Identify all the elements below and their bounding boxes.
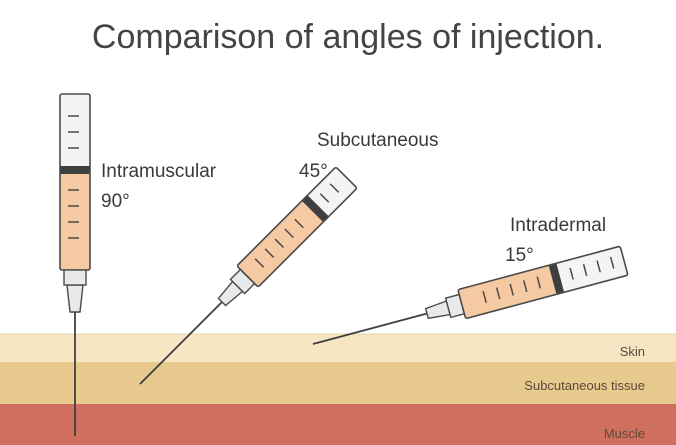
- angle-subcutaneous: 45°: [299, 161, 328, 182]
- layer-muscle: [0, 404, 676, 445]
- graduation-marks: [254, 183, 340, 268]
- layer-label-subcutaneous-tissue: Subcutaneous tissue: [524, 378, 645, 393]
- layer-label-skin: Skin: [620, 344, 645, 359]
- syringe-intradermal: [312, 245, 629, 345]
- plunger-stopper: [301, 195, 329, 223]
- syringe-hub: [66, 284, 84, 313]
- syringe-intramuscular: [59, 93, 91, 436]
- layer-label-muscle: Muscle: [604, 426, 645, 441]
- label-subcutaneous: Subcutaneous: [317, 130, 439, 151]
- label-intradermal: Intradermal: [510, 215, 606, 236]
- needle: [312, 312, 428, 345]
- syringe-subcutaneous: [139, 166, 358, 385]
- layer-skin: [0, 334, 676, 362]
- tissue-layers: Skin Subcutaneous tissue Muscle: [0, 333, 676, 445]
- plunger-stopper: [60, 166, 90, 174]
- syringe-hub: [424, 300, 451, 320]
- angle-intramuscular: 90°: [101, 191, 130, 212]
- angle-intradermal: 15°: [505, 245, 534, 266]
- plunger-stopper: [548, 263, 565, 295]
- diagram-title: Comparison of angles of injection.: [92, 18, 604, 56]
- layer-subcutaneous-tissue: [0, 362, 676, 404]
- graduation-marks: [482, 256, 615, 303]
- syringe-barrel: [236, 166, 358, 288]
- label-intramuscular: Intramuscular: [101, 161, 217, 182]
- needle: [139, 301, 223, 385]
- syringe-barrel: [457, 245, 629, 319]
- graduation-marks: [68, 115, 79, 239]
